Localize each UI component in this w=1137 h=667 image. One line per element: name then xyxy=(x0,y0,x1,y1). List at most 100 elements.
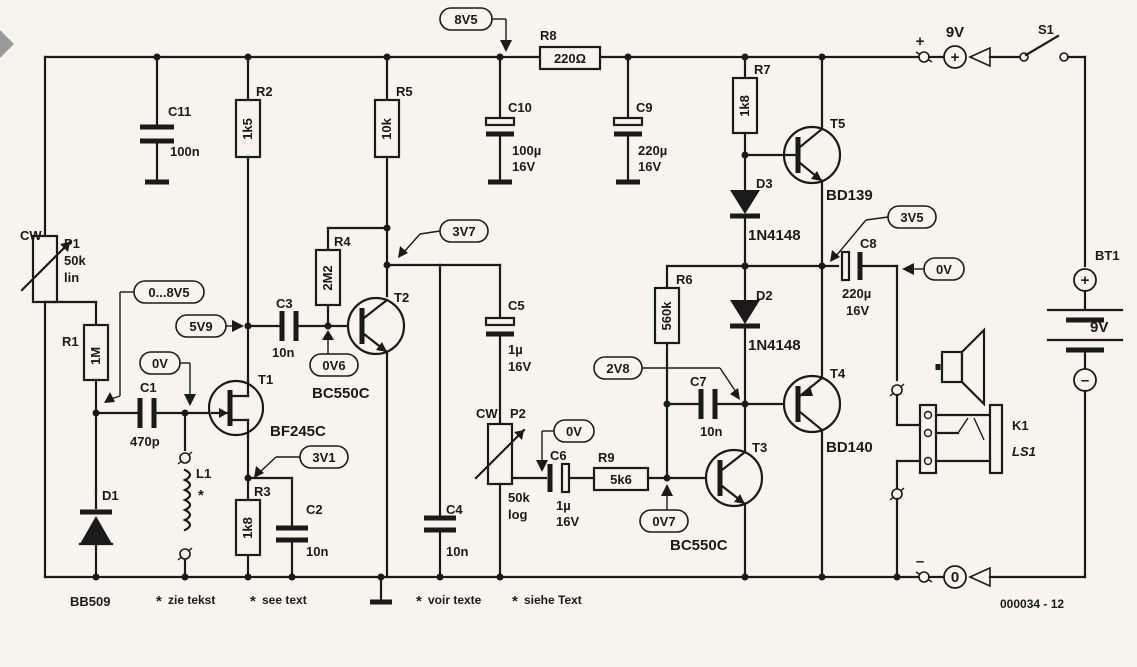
transistor-t2: T2 BC550C xyxy=(312,290,409,579)
capacitor-c7: C7 10n xyxy=(665,374,800,439)
c5-ref: C5 xyxy=(508,298,525,313)
r8-value: 220Ω xyxy=(554,51,586,66)
t3-ref: T3 xyxy=(752,440,767,455)
c1-ref: C1 xyxy=(140,380,157,395)
r1-value: 1M xyxy=(88,347,103,365)
r9-value: 5k6 xyxy=(610,472,632,487)
pill-0v-c8-text: 0V xyxy=(936,262,952,277)
ls1-ref: LS1 xyxy=(1012,444,1036,459)
diode-d2: D2 1N4148 xyxy=(730,288,801,408)
r8-ref: R8 xyxy=(540,28,557,43)
capacitor-c6: C6 1µ 16V xyxy=(547,448,596,529)
transistor-t3: T3 BC550C xyxy=(670,402,767,579)
bt-minus-label: – xyxy=(1081,372,1089,389)
c2-value: 10n xyxy=(306,544,328,559)
pill-2v8: 2V8 xyxy=(593,356,740,400)
resistor-r6: R6 560k xyxy=(653,264,693,480)
resistor-r7: R7 1k8 xyxy=(731,53,771,192)
capacitor-c1: C1 470p xyxy=(92,380,214,449)
r3-ref: R3 xyxy=(254,484,271,499)
c11-value: 100n xyxy=(170,144,200,159)
supply-terminal-plus: + + 9V xyxy=(916,24,1022,69)
minus-sign-label: – xyxy=(916,553,924,570)
corner-arrow-icon xyxy=(0,30,14,58)
transistor-t4: T4 BD140 xyxy=(782,366,873,456)
p2-taper: log xyxy=(508,507,528,522)
r9-ref: R9 xyxy=(598,450,615,465)
pill-3v1: 3V1 xyxy=(254,445,349,478)
ground-symbol xyxy=(370,575,392,605)
c2-ref: C2 xyxy=(306,502,323,517)
pill-3v7: 3V7 xyxy=(398,219,489,258)
pill-0-8v5-text: 0...8V5 xyxy=(148,285,189,300)
capacitor-c8: C8 220µ 16V xyxy=(840,236,899,382)
l1-ref: L1 xyxy=(196,466,211,481)
c7-ref: C7 xyxy=(690,374,707,389)
footnotes: * zie tekst * see text * voir texte * si… xyxy=(156,593,1064,611)
bt1-value: 9V xyxy=(1090,319,1108,336)
t5-ref: T5 xyxy=(830,116,845,131)
plus-sign-label: + xyxy=(916,33,925,50)
note-de: siehe Text xyxy=(524,593,582,607)
c8-value: 220µ xyxy=(842,286,871,301)
c11-ref: C11 xyxy=(168,104,191,119)
p1-value: 50k xyxy=(64,253,86,268)
supply-terminal-zero: 0 – xyxy=(915,553,1087,589)
pill-0v-t1: 0V xyxy=(139,351,196,406)
diode-d1: D1 BB509 xyxy=(70,488,119,609)
p2-dir: CW xyxy=(476,406,498,421)
t1-ref: T1 xyxy=(258,372,273,387)
figure-code: 000034 - 12 xyxy=(1000,597,1064,611)
supply-voltage-label: 9V xyxy=(946,24,964,41)
note-nl: zie tekst xyxy=(168,593,215,607)
resistor-r3: R3 1k8 xyxy=(234,434,271,579)
l1-star: * xyxy=(198,487,204,504)
t1-value: BF245C xyxy=(270,423,326,440)
pot-p2: CW P2 50k log xyxy=(474,406,548,579)
pill-3v5: 3V5 xyxy=(830,205,937,262)
r7-value: 1k8 xyxy=(737,95,752,117)
p1-taper: lin xyxy=(64,270,79,285)
r6-value: 560k xyxy=(659,301,674,331)
pill-8v5-text: 8V5 xyxy=(454,12,477,27)
note-nl-star: * xyxy=(156,593,162,610)
d3-ref: D3 xyxy=(756,176,773,191)
jack-k1: K1 LS1 xyxy=(889,383,1036,579)
capacitor-c3: C3 10n xyxy=(246,296,364,360)
resistor-r2: R2 1k5 xyxy=(234,55,273,383)
note-de-star: * xyxy=(512,593,518,610)
resistor-r5: R5 10k xyxy=(373,55,413,298)
diode-d3: D3 1N4148 xyxy=(730,176,801,302)
p2-ref: P2 xyxy=(510,406,526,421)
s1-ref: S1 xyxy=(1038,22,1054,37)
capacitor-c9: C9 220µ 16V xyxy=(612,53,667,185)
pill-8v5: 8V5 xyxy=(439,7,512,52)
r1-ref: R1 xyxy=(62,334,79,349)
r4-ref: R4 xyxy=(334,234,351,249)
note-fr: voir texte xyxy=(428,593,482,607)
battery-bt1: + – BT1 9V xyxy=(1046,55,1124,579)
d2-value: 1N4148 xyxy=(748,337,801,354)
t4-value: BD140 xyxy=(826,439,873,456)
c9-voltage: 16V xyxy=(638,159,661,174)
c10-voltage: 16V xyxy=(512,159,535,174)
c5-value: 1µ xyxy=(508,342,523,357)
pill-3v7-text: 3V7 xyxy=(452,224,475,239)
pill-0v7-text: 0V7 xyxy=(652,514,675,529)
c6-ref: C6 xyxy=(550,448,567,463)
note-en: see text xyxy=(262,593,307,607)
r5-value: 10k xyxy=(379,117,394,139)
t3-value: BC550C xyxy=(670,537,728,554)
r4-value: 2M2 xyxy=(320,265,335,290)
c9-value: 220µ xyxy=(638,143,667,158)
c1-value: 470p xyxy=(130,434,160,449)
c3-ref: C3 xyxy=(276,296,293,311)
bt1-ref: BT1 xyxy=(1095,248,1120,263)
c10-ref: C10 xyxy=(508,100,532,115)
r2-value: 1k5 xyxy=(240,118,255,140)
r3-value: 1k8 xyxy=(240,517,255,539)
mid-node-wire xyxy=(665,262,840,270)
capacitor-c11: C11 100n xyxy=(140,55,200,185)
zero-circle-label: 0 xyxy=(951,569,959,586)
